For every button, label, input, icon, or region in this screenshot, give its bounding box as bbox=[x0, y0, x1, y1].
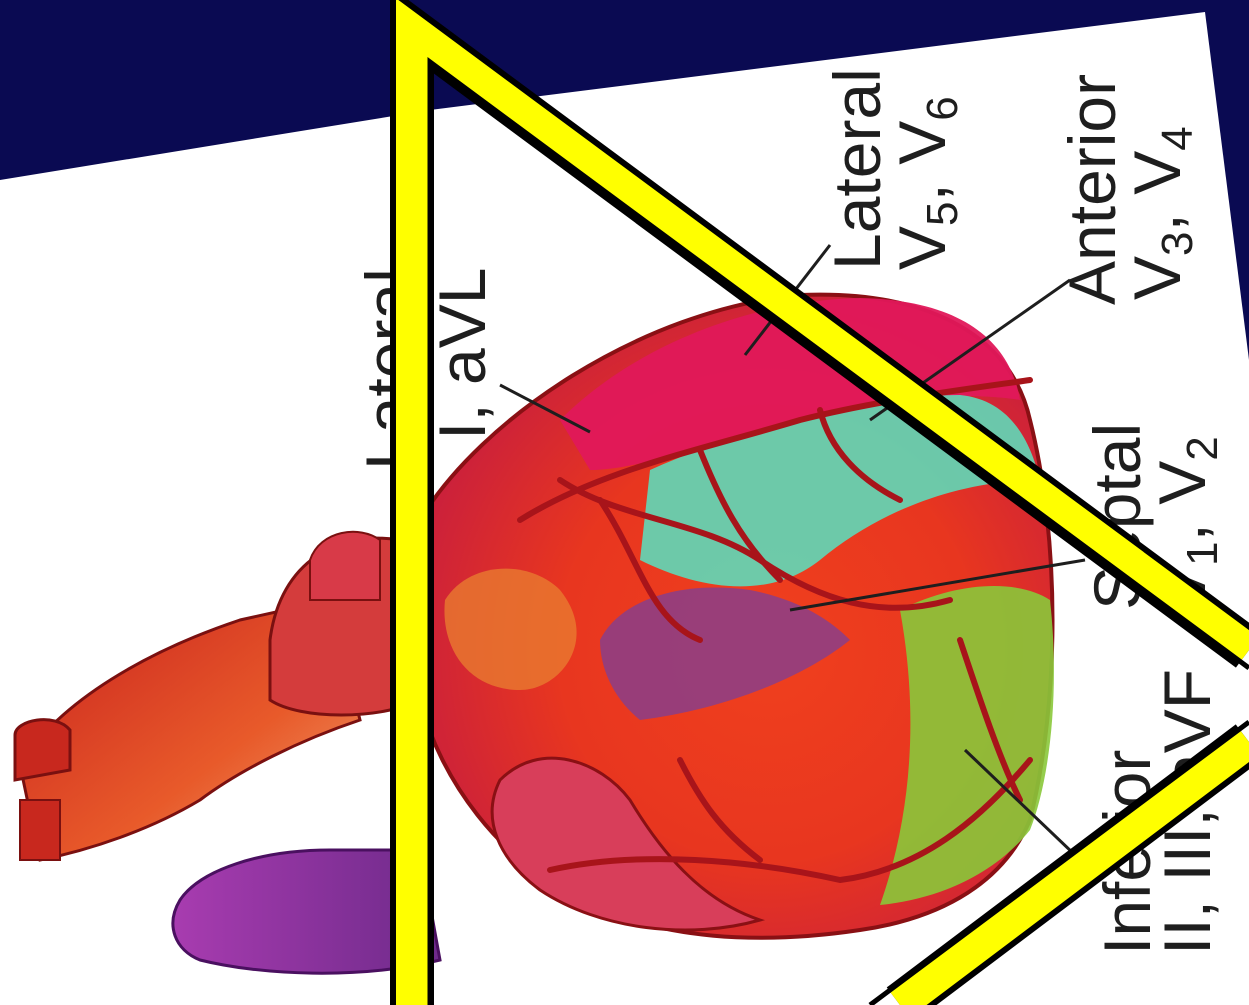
lead-subscript: 1 bbox=[1178, 541, 1227, 565]
lead-subscript: 3 bbox=[1153, 231, 1202, 255]
lead-separator: , V bbox=[1120, 151, 1194, 232]
lead-subscript: 4 bbox=[1153, 126, 1202, 150]
lead-separator: , V bbox=[1145, 461, 1219, 542]
lead-prefix: V bbox=[885, 226, 959, 270]
label-anterior-name: Anterior bbox=[1055, 74, 1129, 305]
label-lateral-right-name: Lateral bbox=[820, 68, 894, 270]
label-lateral-right-leads: V5, V6 bbox=[885, 96, 967, 270]
lead-separator: , V bbox=[885, 121, 959, 202]
lead-subscript: 2 bbox=[1178, 436, 1227, 460]
label-lateral-right: Lateral V5, V6 bbox=[820, 68, 967, 270]
lead-subscript: 5 bbox=[918, 201, 967, 225]
label-anterior-leads: V3, V4 bbox=[1120, 126, 1202, 300]
label-lateral-left-leads: I, aVL bbox=[425, 268, 499, 440]
lead-prefix: V bbox=[1120, 256, 1194, 300]
lead-subscript: 6 bbox=[918, 96, 967, 120]
